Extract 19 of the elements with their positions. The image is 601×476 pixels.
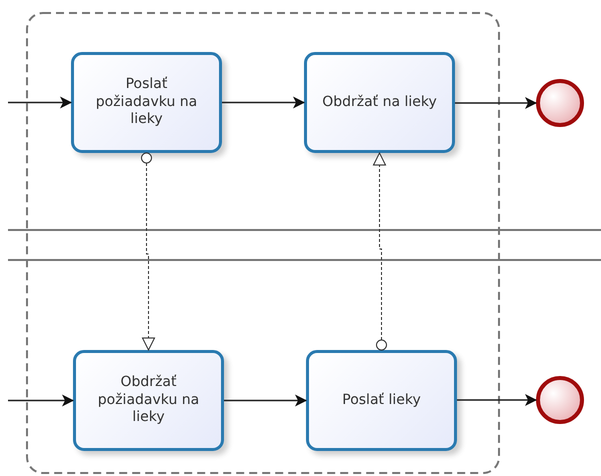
- message-flow-arrow: [373, 152, 387, 350]
- task-box: [73, 350, 224, 451]
- task-label: Obdržať požiadavku na lieky: [96, 374, 200, 427]
- task-box: [304, 52, 455, 153]
- task-label: Obdržať na lieky: [321, 94, 438, 112]
- sequence-flow-arrow: [222, 96, 305, 108]
- end-event-circle: [536, 79, 584, 127]
- sequence-flow-arrow: [8, 394, 74, 406]
- task-box: [71, 52, 222, 153]
- task-label: Poslať lieky: [341, 392, 422, 410]
- message-flow-arrow: [141, 152, 155, 350]
- group-box: [26, 12, 500, 474]
- sequence-flow-arrow: [8, 96, 72, 108]
- sequence-flow-arrow: [455, 97, 537, 109]
- sequence-flow-arrow: [224, 394, 307, 406]
- sequence-flow-arrow: [457, 394, 537, 406]
- task-label: Poslať požiadavku na lieky: [94, 76, 198, 129]
- end-event-circle: [536, 376, 584, 424]
- task-box: [306, 350, 457, 451]
